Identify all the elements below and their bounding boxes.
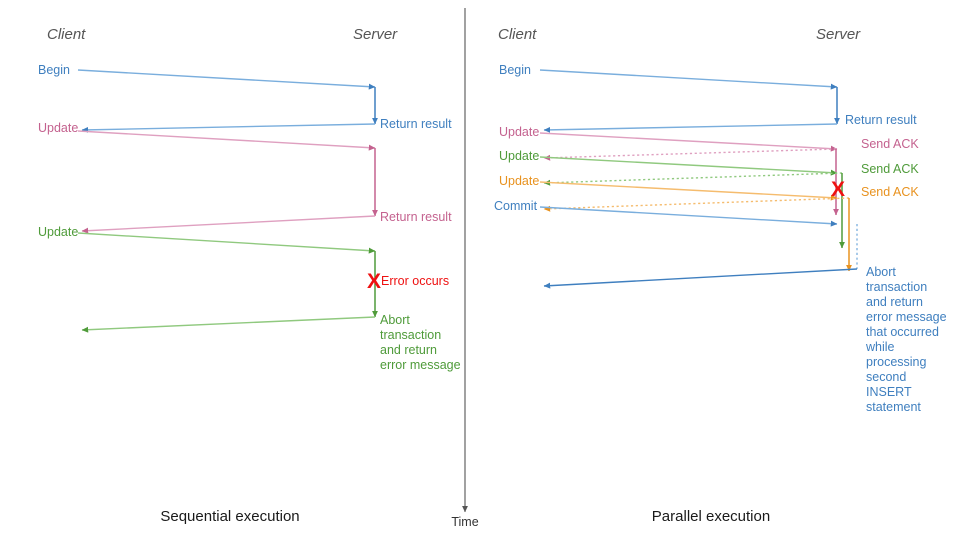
- arrow-request-commit: [539, 206, 838, 227]
- arrow-reply-begin: [543, 123, 838, 133]
- arrow-ack-update-1: [543, 148, 837, 161]
- abort-note-parallel-line-5: while: [865, 340, 895, 354]
- abort-note-parallel-line-3: error message: [866, 310, 947, 324]
- abort-note-parallel-line-0: Abort: [866, 265, 896, 279]
- label-ack-update-3-parallel: Send ACK: [861, 185, 919, 199]
- arrow-request-update-2: [77, 232, 376, 254]
- label-commit-parallel: Commit: [494, 199, 538, 213]
- message-update-2-sequential: Update: [38, 225, 378, 333]
- abort-note-parallel-line-6: processing: [866, 355, 926, 369]
- arrow-reply-begin: [81, 123, 376, 133]
- time-axis-label: Time: [451, 515, 478, 529]
- label-begin-parallel: Begin: [499, 63, 531, 77]
- arrow-request-begin: [539, 69, 838, 90]
- abort-note-parallel-line-8: INSERT: [866, 385, 912, 399]
- abort-note-parallel-line-2: and return: [866, 295, 923, 309]
- label-reply-begin-parallel: Return result: [845, 113, 917, 127]
- label-update-2-parallel: Update: [499, 149, 539, 163]
- error-x-icon-sequential: X: [367, 270, 381, 293]
- error-x-icon-parallel: X: [831, 178, 845, 201]
- abort-note-parallel-line-7: second: [866, 370, 906, 384]
- label-ack-update-1-parallel: Send ACK: [861, 137, 919, 151]
- actor-label-client-sequential: Client: [47, 26, 86, 43]
- arrow-request-begin: [77, 69, 376, 90]
- error-label-sequential: Error occurs: [381, 274, 449, 288]
- actor-label-server-parallel: Server: [816, 26, 861, 43]
- arrow-ack-update-3: [543, 197, 850, 212]
- arrow-reply-update-2: [81, 316, 376, 333]
- time-axis: Time: [451, 8, 479, 529]
- arrow-request-update-3: [539, 181, 838, 201]
- label-ack-update-2-parallel: Send ACK: [861, 162, 919, 176]
- error-marker-parallel: X: [831, 178, 845, 201]
- arrow-request-update-1: [77, 130, 376, 151]
- abort-note-sequential-line-1: transaction: [380, 328, 441, 342]
- abort-note-sequential-line-0: Abort: [380, 313, 410, 327]
- arrow-reply-commit: [543, 268, 858, 289]
- actor-label-server-sequential: Server: [353, 26, 398, 43]
- abort-note-parallel-line-1: transaction: [866, 280, 927, 294]
- actor-label-client-parallel: Client: [498, 26, 537, 43]
- label-update-2-sequential: Update: [38, 225, 78, 239]
- label-reply-begin-sequential: Return result: [380, 117, 452, 131]
- message-commit-parallel: Commit: [494, 199, 858, 289]
- arrow-ack-update-2: [543, 172, 843, 186]
- abort-note-sequential-line-3: error message: [380, 358, 461, 372]
- arrow-request-update-2: [539, 156, 838, 176]
- abort-note-sequential-line-2: and return: [380, 343, 437, 357]
- panel-caption-parallel: Parallel execution: [652, 508, 770, 525]
- label-reply-update-1-sequential: Return result: [380, 210, 452, 224]
- label-update-1-sequential: Update: [38, 121, 78, 135]
- arrow-reply-update-1: [81, 215, 376, 234]
- panel-caption-sequential: Sequential execution: [160, 508, 299, 525]
- abort-note-parallel-line-4: that occurred: [866, 325, 939, 339]
- abort-note-parallel-line-9: statement: [866, 400, 921, 414]
- arrow-request-update-1: [539, 132, 838, 152]
- label-begin-sequential: Begin: [38, 63, 70, 77]
- label-update-3-parallel: Update: [499, 174, 539, 188]
- label-update-1-parallel: Update: [499, 125, 539, 139]
